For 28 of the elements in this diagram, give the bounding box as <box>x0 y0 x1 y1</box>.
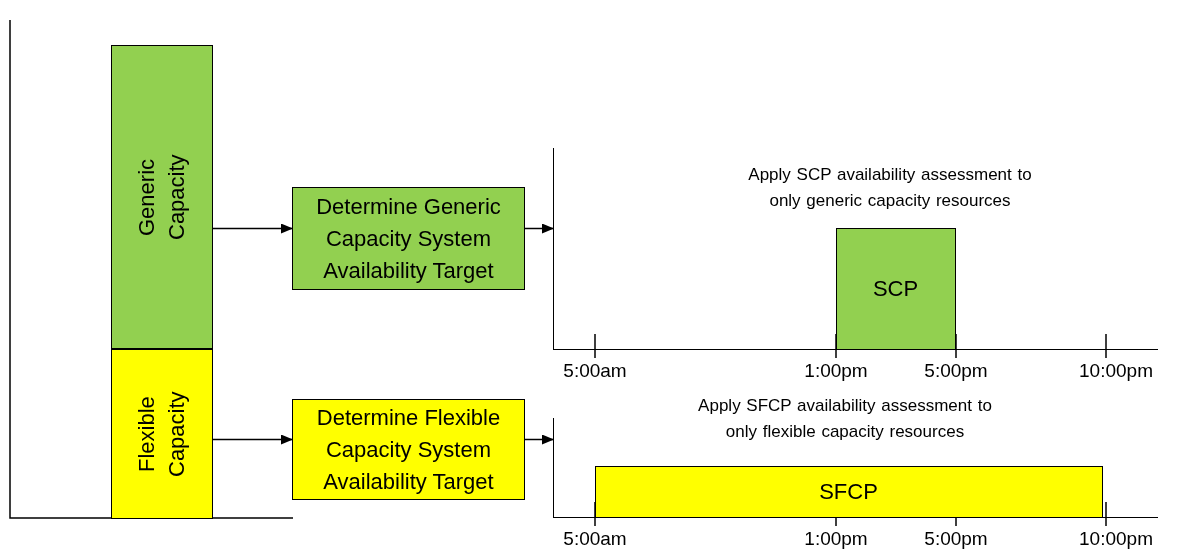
tick-label: 5:00am <box>563 360 627 382</box>
annotation-text: Apply SFCP availability assessment to only flexible capacity resources <box>697 395 993 443</box>
period-bar <box>835 228 956 350</box>
arrow <box>212 434 293 445</box>
node-label: SCP <box>872 275 919 303</box>
tick-label: 10:00pm <box>1079 360 1153 382</box>
tick-label: 5:00pm <box>924 528 988 550</box>
capacity-bar <box>111 349 213 519</box>
period-bar <box>594 466 1103 518</box>
tick-label: 5:00pm <box>924 360 988 382</box>
annotation-text: Apply SCP availability assessment to only generic capacity resources <box>747 164 1033 212</box>
arrow <box>524 434 554 445</box>
tick-label: 5:00am <box>563 528 627 550</box>
arrow <box>212 223 293 234</box>
arrow <box>524 223 554 234</box>
node-label: Determine Generic Capacity System Availability Target <box>315 192 502 285</box>
process-box <box>292 399 525 500</box>
timeline-axis <box>553 418 1158 518</box>
process-box <box>292 187 525 290</box>
capacity-bar <box>111 45 213 349</box>
tick-label: 10:00pm <box>1079 528 1153 550</box>
node-label: Flexible Capacity <box>133 390 190 479</box>
tick-label: 1:00pm <box>804 528 868 550</box>
timeline-axis <box>553 148 1158 350</box>
node-label: Determine Flexible Capacity System Availability Target <box>315 403 502 496</box>
node-label: Generic Capacity <box>133 153 190 242</box>
tick-label: 1:00pm <box>804 360 868 382</box>
node-label: SFCP <box>819 478 878 506</box>
